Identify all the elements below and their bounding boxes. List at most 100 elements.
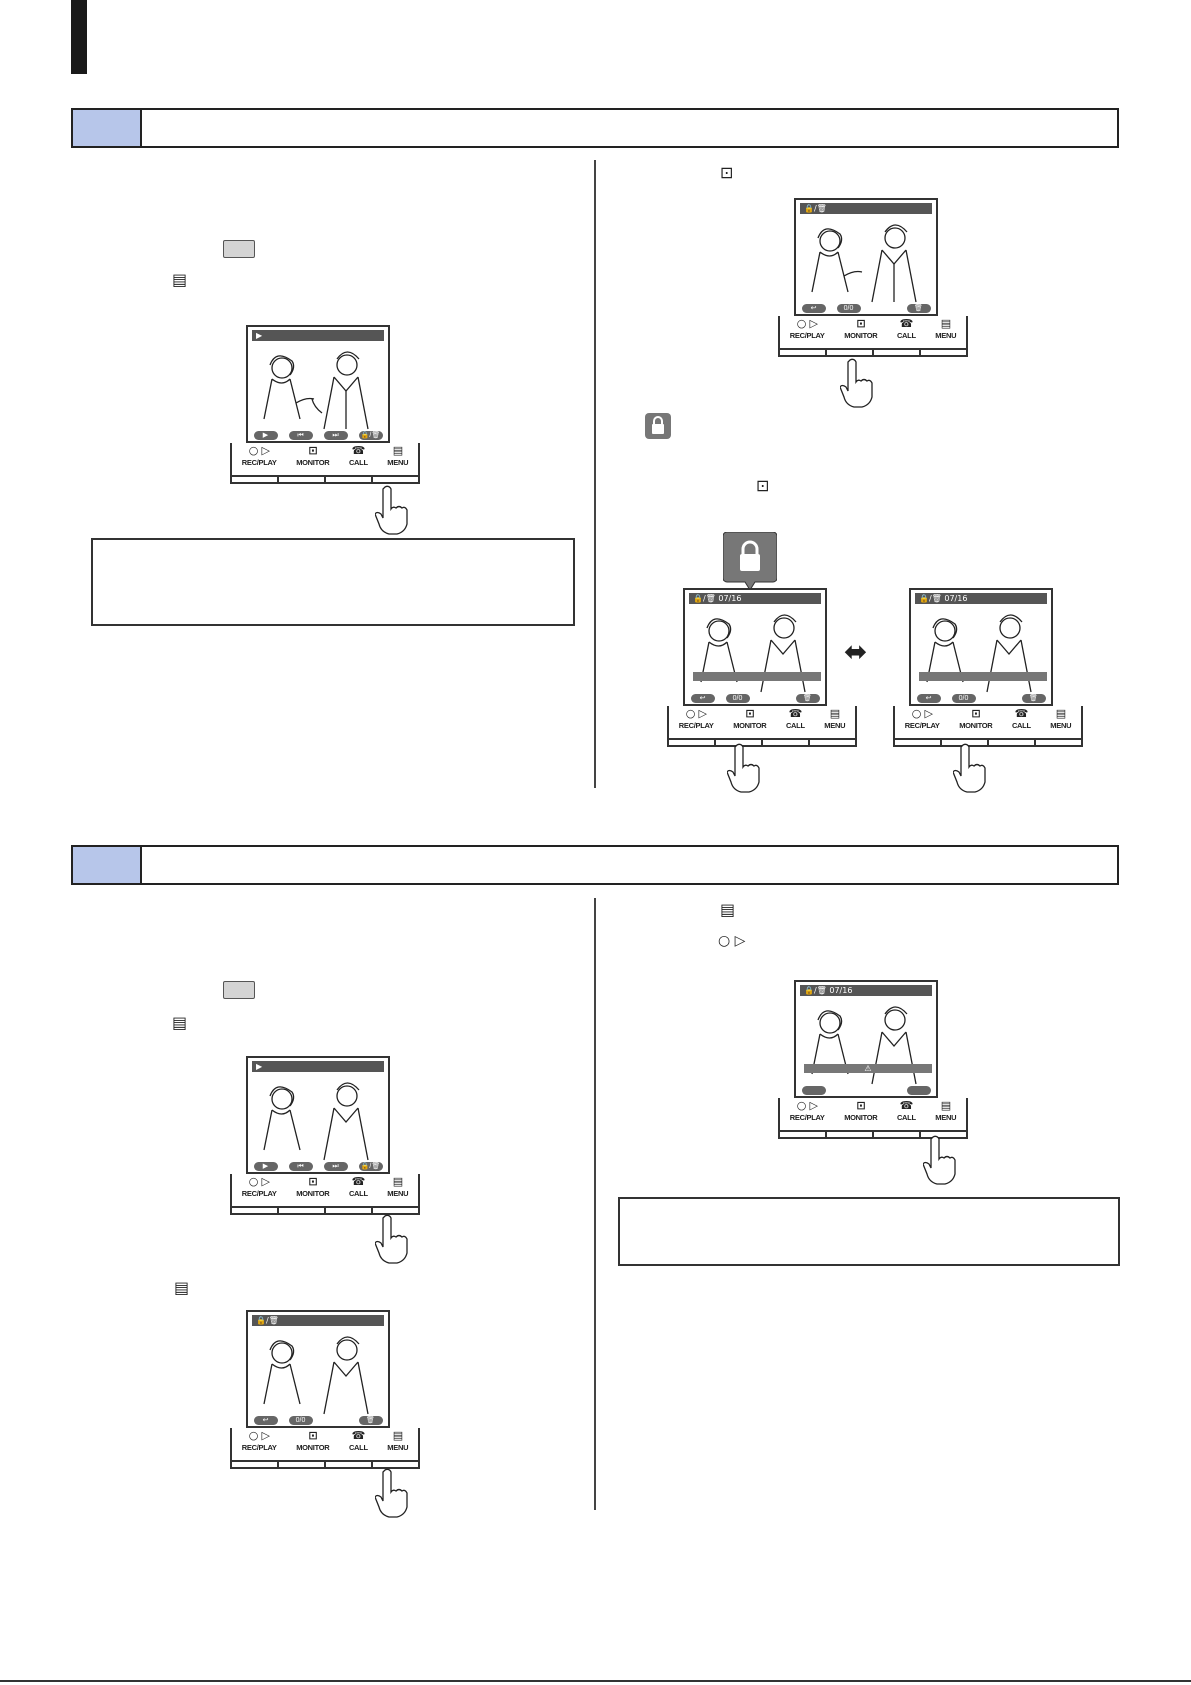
- pointing-finger-icon: [375, 485, 408, 535]
- monitor-icon: ⊡: [720, 163, 734, 182]
- rec-play-button[interactable]: ○ ▷REC/PLAY: [678, 707, 714, 731]
- prev-btn-indicator: ⏮: [288, 430, 313, 440]
- menu-icon: ▤: [720, 900, 736, 919]
- monitor-button[interactable]: ⊡MONITOR: [296, 1175, 330, 1199]
- call-button[interactable]: ☎CALL: [896, 317, 916, 341]
- screen-bottom-bar: ↩ 0/0 🗑: [796, 302, 936, 314]
- menu-button[interactable]: ▤MENU: [935, 1099, 957, 1123]
- delete-indicator: 🗑: [906, 303, 931, 313]
- monitor-device-7: 🔒/🗑 07/16 ⚠ ○ ▷REC/PLAY ⊡MONITOR ☎CALL ▤…: [778, 980, 968, 1185]
- warning-overlay-bar: ⚠: [804, 1064, 932, 1073]
- rec-play-icon: ○ ▷: [718, 933, 746, 949]
- device-button-panel: ○ ▷REC/PLAY ⊡MONITOR ☎CALL ▤MENU: [667, 706, 857, 738]
- menu-icon: ▤: [172, 270, 188, 289]
- pointing-finger-icon: [840, 358, 873, 408]
- device-button-panel: ○ ▷REC/PLAY ⊡MONITOR ☎CALL ▤MENU: [778, 316, 968, 348]
- play-btn-indicator: ▶: [253, 430, 278, 440]
- hardware-keys: [778, 348, 968, 357]
- menu-button[interactable]: ▤MENU: [1050, 707, 1072, 731]
- monitor-device-1: ▶ ▶ ⏮ ⏭ 🔒/🗑 ○ ▷REC/PLAY ⊡MONITOR ☎CALL ▤…: [230, 325, 420, 535]
- call-button[interactable]: ☎CALL: [785, 707, 805, 731]
- menu-button[interactable]: ▤MENU: [387, 1429, 409, 1453]
- rec-play-button[interactable]: ○ ▷REC/PLAY: [789, 1099, 825, 1123]
- hardware-keys: [893, 738, 1083, 747]
- device-button-panel: ○ ▷REC/PLAY ⊡MONITOR ☎CALL ▤MENU: [230, 443, 420, 475]
- hardware-keys: [778, 1130, 968, 1139]
- page-bottom-rule: [0, 1680, 1191, 1682]
- column-divider-2: [594, 898, 596, 1510]
- grey-key-button: [223, 981, 255, 999]
- section-tab-1: [73, 110, 142, 146]
- menu-button[interactable]: ▤MENU: [387, 1175, 409, 1199]
- screen-bottom-bar: ▶ ⏮ ⏭ 🔒/🗑: [248, 1160, 388, 1172]
- screen-top-bar: 🔒/🗑 07/16: [689, 593, 821, 604]
- screen-top-bar: 🔒/🗑: [252, 1315, 384, 1326]
- monitor-screen: ▶ ▶ ⏮ ⏭ 🔒/🗑: [246, 1056, 390, 1174]
- monitor-screen: 🔒/🗑 07/16 ↩ 0/0 🗑: [909, 588, 1053, 706]
- menu-button[interactable]: ▤MENU: [935, 317, 957, 341]
- couple-illustration: [811, 224, 917, 303]
- count-indicator: 0/0: [836, 303, 861, 313]
- device-button-panel: ○ ▷REC/PLAY ⊡MONITOR ☎CALL ▤MENU: [230, 1174, 420, 1206]
- screen-bottom-bar: [796, 1084, 936, 1096]
- rec-play-button[interactable]: ○ ▷REC/PLAY: [904, 707, 940, 731]
- hardware-keys: [230, 1460, 420, 1469]
- monitor-button[interactable]: ⊡MONITOR: [296, 444, 330, 468]
- section-header-1: [71, 108, 1119, 148]
- call-button[interactable]: ☎CALL: [896, 1099, 916, 1123]
- screen-top-bar: 🔒/🗑 07/16: [915, 593, 1047, 604]
- note-box-1: [91, 538, 575, 626]
- monitor-button[interactable]: ⊡MONITOR: [296, 1429, 330, 1453]
- rec-play-button[interactable]: ○ ▷REC/PLAY: [241, 1175, 277, 1199]
- hardware-keys: [230, 1206, 420, 1215]
- grey-key-button: [223, 240, 255, 258]
- hardware-keys: [667, 738, 857, 747]
- screen-bottom-bar: ↩ 0/0 🗑: [685, 692, 825, 704]
- pointing-finger-icon: [953, 743, 986, 793]
- monitor-button[interactable]: ⊡MONITOR: [959, 707, 993, 731]
- pointing-finger-icon: [375, 1468, 408, 1518]
- monitor-device-4: 🔒/🗑 07/16 ↩ 0/0 🗑 ○ ▷REC/PLAY ⊡MONITOR ☎…: [893, 588, 1083, 793]
- call-button[interactable]: ☎CALL: [348, 1175, 368, 1199]
- pointing-finger-icon: [375, 1214, 408, 1264]
- menu-icon: ▤: [172, 1013, 188, 1032]
- couple-illustration: [263, 351, 369, 430]
- monitor-screen: 🔒/🗑 07/16 ⚠: [794, 980, 938, 1098]
- device-button-panel: ○ ▷REC/PLAY ⊡MONITOR ☎CALL ▤MENU: [230, 1428, 420, 1460]
- screen-top-bar: ▶: [252, 330, 384, 341]
- screen-overlay-bar: [693, 672, 821, 681]
- couple-illustration: [263, 1082, 369, 1161]
- monitor-icon: ⊡: [756, 476, 770, 495]
- pointing-finger-icon: [727, 743, 760, 793]
- monitor-screen: 🔒/🗑 ↩ 0/0 🗑: [246, 1310, 390, 1428]
- call-button[interactable]: ☎CALL: [1011, 707, 1031, 731]
- menu-button[interactable]: ▤MENU: [387, 444, 409, 468]
- section-tab-2: [73, 847, 142, 883]
- monitor-screen: ▶ ▶ ⏮ ⏭ 🔒/🗑: [246, 325, 390, 443]
- screen-top-bar: 🔒/🗑: [800, 203, 932, 214]
- screen-top-bar: ▶: [252, 1061, 384, 1072]
- couple-illustration: [700, 614, 806, 693]
- monitor-button[interactable]: ⊡MONITOR: [844, 1099, 878, 1123]
- lock-callout-icon: [723, 532, 777, 590]
- monitor-device-2: 🔒/🗑 ↩ 0/0 🗑 ○ ▷REC/PLAY ⊡MONITOR ☎CALL ▤…: [778, 198, 968, 408]
- call-button[interactable]: ☎CALL: [348, 1429, 368, 1453]
- rec-play-button[interactable]: ○ ▷REC/PLAY: [241, 444, 277, 468]
- menu-button[interactable]: ▤MENU: [824, 707, 846, 731]
- rec-play-button[interactable]: ○ ▷REC/PLAY: [241, 1429, 277, 1453]
- screen-bottom-bar: ↩ 0/0 🗑: [911, 692, 1051, 704]
- lock-icon: [645, 413, 671, 439]
- couple-illustration: [263, 1336, 369, 1415]
- monitor-button[interactable]: ⊡MONITOR: [733, 707, 767, 731]
- monitor-button[interactable]: ⊡MONITOR: [844, 317, 878, 341]
- monitor-device-5: ▶ ▶ ⏮ ⏭ 🔒/🗑 ○ ▷REC/PLAY ⊡MONITOR ☎CALL ▤…: [230, 1056, 420, 1264]
- column-divider-1: [594, 160, 596, 788]
- note-box-2: [618, 1197, 1120, 1266]
- call-button[interactable]: ☎CALL: [348, 444, 368, 468]
- lockdel-btn-indicator: 🔒/🗑: [358, 430, 383, 440]
- rec-play-button[interactable]: ○ ▷REC/PLAY: [789, 317, 825, 341]
- device-button-panel: ○ ▷REC/PLAY ⊡MONITOR ☎CALL ▤MENU: [893, 706, 1083, 738]
- screen-top-bar: 🔒/🗑 07/16: [800, 985, 932, 996]
- back-indicator: ↩: [801, 303, 826, 313]
- section-header-2: [71, 845, 1119, 885]
